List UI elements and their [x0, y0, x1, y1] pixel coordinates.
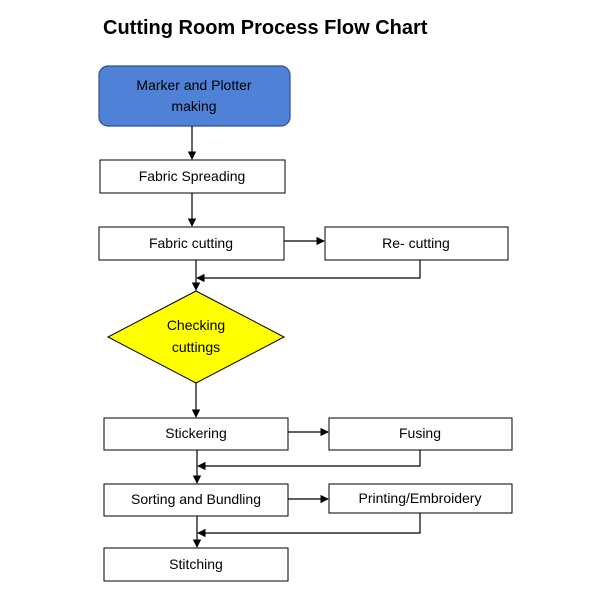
arrow-fusing-return — [197, 450, 421, 471]
sorting-bundling-label: Sorting and Bundling — [131, 491, 261, 507]
arrow-printing-return — [197, 513, 421, 538]
printing-embroidery-node — [328, 483, 513, 514]
checking-label-line1: Checking — [167, 317, 225, 333]
fabric-cutting-label: Fabric cutting — [149, 235, 233, 251]
fabric-spreading-node — [99, 159, 286, 194]
stitching-node — [103, 547, 289, 582]
marker-plotter-label-line2: making — [171, 98, 216, 114]
stickering-label: Stickering — [165, 425, 226, 441]
stitching-label: Stitching — [169, 556, 223, 572]
checking-cuttings-node — [106, 290, 286, 384]
fusing-node — [328, 417, 513, 451]
printing-embroidery-label: Printing/Embroidery — [359, 490, 482, 506]
chart-title: Cutting Room Process Flow Chart — [103, 17, 428, 39]
fabric-spreading-label: Fabric Spreading — [139, 168, 246, 184]
re-cutting-label: Re- cutting — [382, 235, 450, 251]
fabric-cutting-node — [98, 226, 285, 261]
re-cutting-node — [324, 226, 509, 261]
marker-plotter-node — [98, 65, 291, 127]
stickering-node — [103, 417, 289, 451]
checking-label-line2: cuttings — [172, 339, 220, 355]
sorting-bundling-node — [103, 483, 289, 517]
marker-plotter-label-line1: Marker and Plotter — [136, 77, 251, 93]
fusing-label: Fusing — [399, 425, 441, 441]
arrow-recutting-return — [196, 260, 421, 283]
